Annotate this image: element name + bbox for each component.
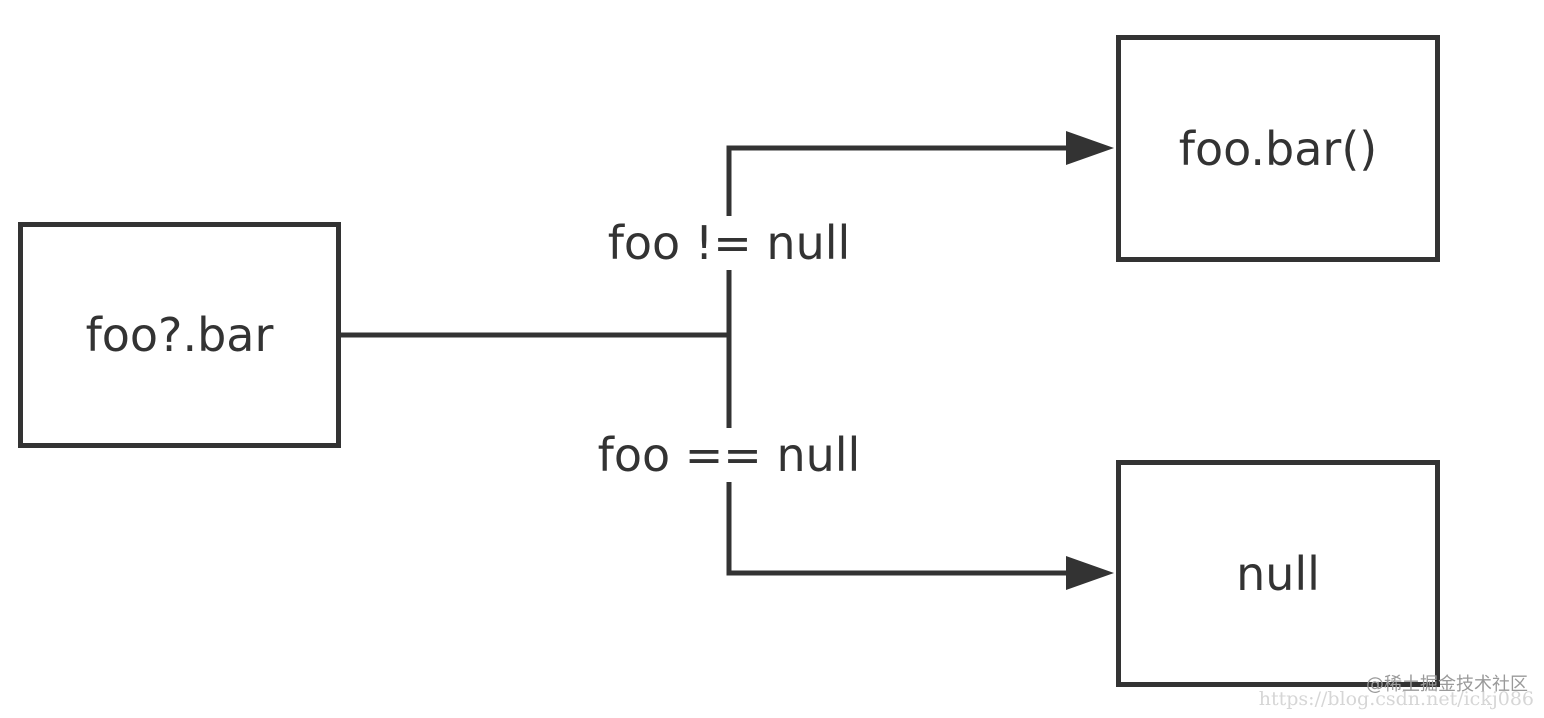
watermark: https://blog.csdn.net/ickj086 @稀土掘金技术社区 — [1258, 674, 1534, 710]
upper-arrowhead — [1066, 131, 1114, 165]
node-source-label: foo?.bar — [85, 308, 274, 362]
lower-arrowhead — [1066, 556, 1114, 590]
node-call: foo.bar() — [1116, 35, 1440, 262]
node-null-result: null — [1116, 460, 1440, 687]
edge-label-not-null: foo != null — [603, 216, 855, 270]
node-null-label: null — [1236, 546, 1320, 601]
watermark-url: https://blog.csdn.net/ickj086 — [1258, 688, 1534, 710]
watermark-badge: @稀土掘金技术社区 — [1366, 674, 1528, 695]
edge-label-is-null: foo == null — [593, 428, 865, 482]
node-call-label: foo.bar() — [1178, 121, 1378, 176]
node-source: foo?.bar — [18, 222, 341, 448]
